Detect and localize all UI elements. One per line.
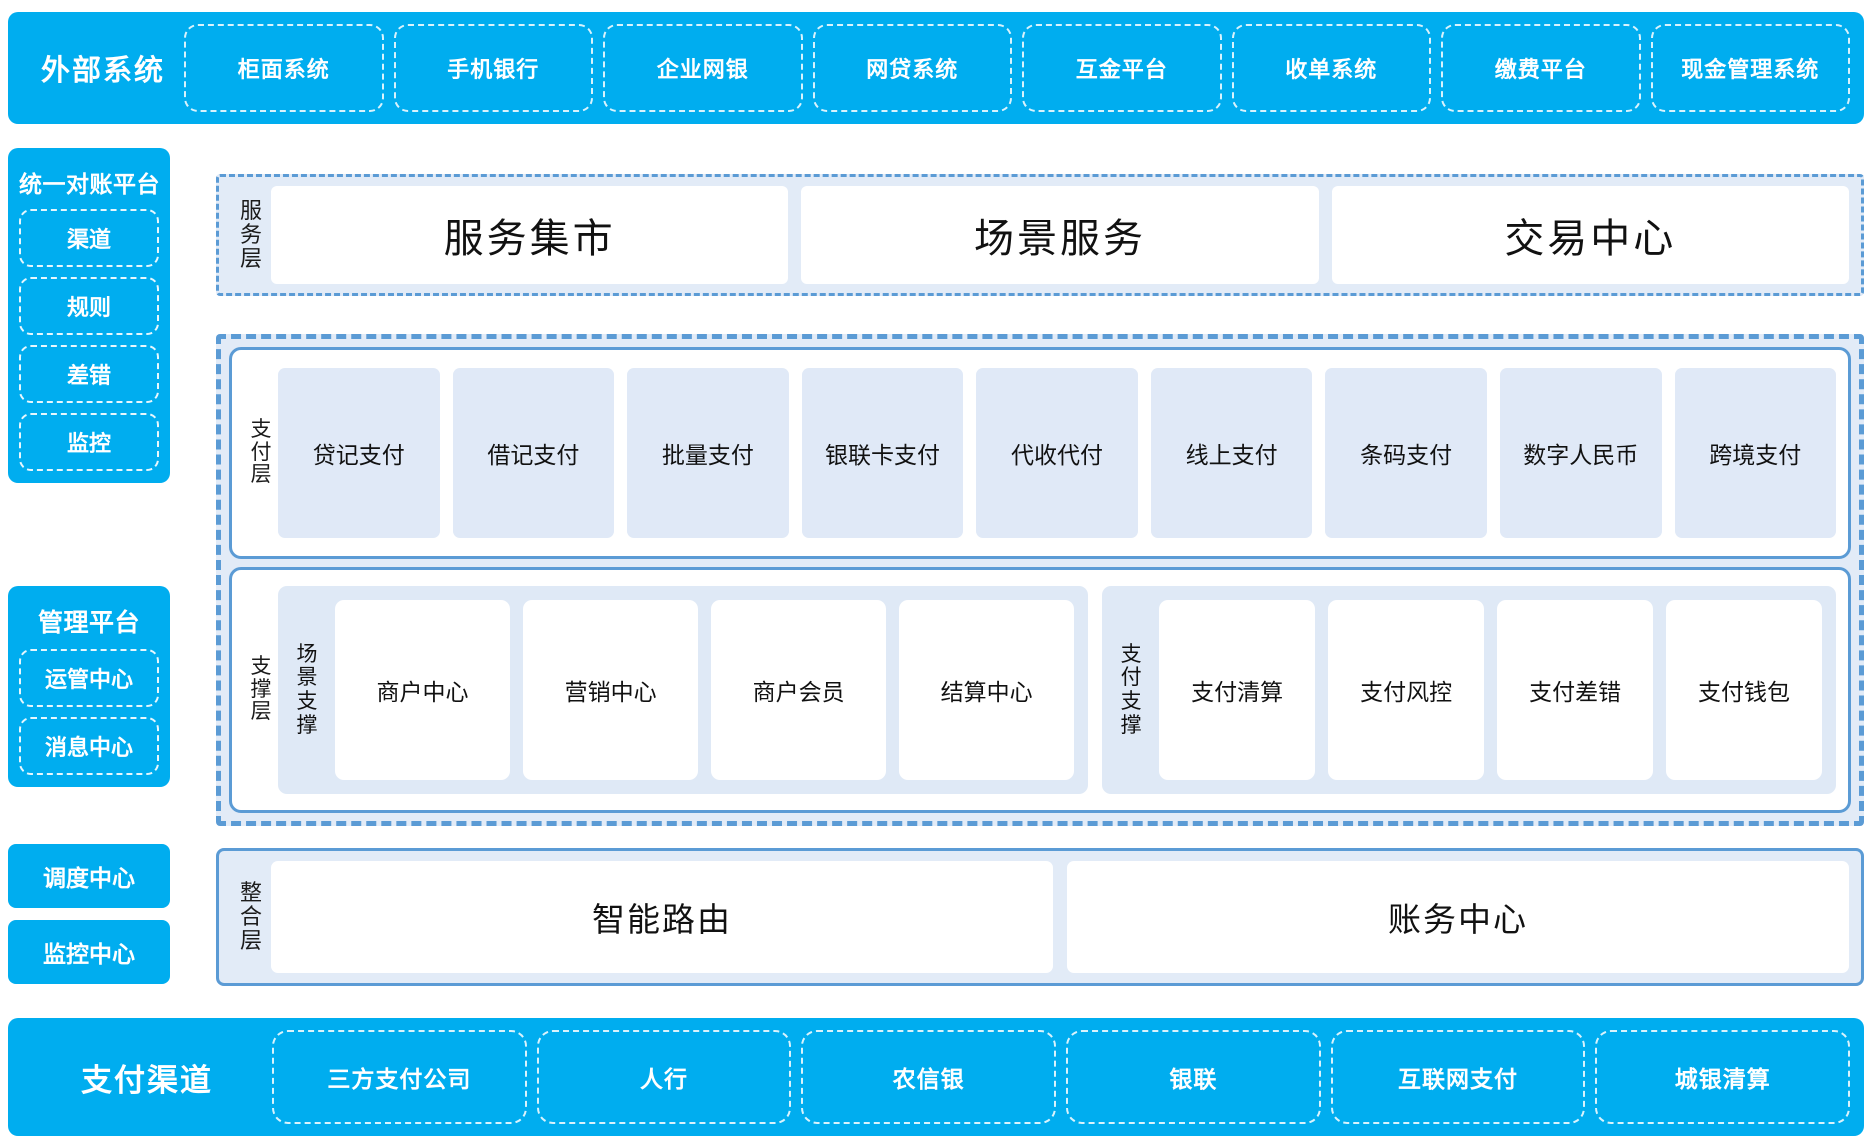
sidebar-item-scheduling-center[interactable]: 调度中心 <box>8 844 170 908</box>
sidebar-item-operations-center[interactable]: 运管中心 <box>19 649 159 707</box>
service-layer: 服务层 服务集市 场景服务 交易中心 <box>216 174 1864 296</box>
support-card-marketing-center[interactable]: 营销中心 <box>523 600 698 780</box>
external-system-item[interactable]: 手机银行 <box>394 24 594 112</box>
sidebar-item-monitor[interactable]: 监控 <box>19 413 159 471</box>
sidebar-item-channel[interactable]: 渠道 <box>19 209 159 267</box>
support-card-merchant-member[interactable]: 商户会员 <box>711 600 886 780</box>
support-card-payment-wallet[interactable]: 支付钱包 <box>1666 600 1822 780</box>
payment-card-credit[interactable]: 贷记支付 <box>278 368 440 538</box>
support-group-scenario-label: 场景支撑 <box>292 643 322 737</box>
payment-channels-title: 支付渠道 <box>22 1055 272 1100</box>
management-platform-title: 管理平台 <box>19 596 159 649</box>
support-group-payment-cards: 支付清算 支付风控 支付差错 支付钱包 <box>1159 600 1822 780</box>
service-layer-cards: 服务集市 场景服务 交易中心 <box>271 186 1849 284</box>
payment-card-online[interactable]: 线上支付 <box>1151 368 1313 538</box>
core-platform-container: 支付层 贷记支付 借记支付 批量支付 银联卡支付 代收代付 线上支付 条码支付 … <box>216 334 1864 826</box>
external-system-item[interactable]: 互金平台 <box>1022 24 1222 112</box>
external-system-item[interactable]: 企业网银 <box>603 24 803 112</box>
sidebar-item-error[interactable]: 差错 <box>19 345 159 403</box>
service-card-market[interactable]: 服务集市 <box>271 186 788 284</box>
external-system-item[interactable]: 缴费平台 <box>1441 24 1641 112</box>
integration-card-accounting-center[interactable]: 账务中心 <box>1067 861 1849 973</box>
payment-channel-item[interactable]: 人行 <box>537 1030 792 1124</box>
support-group-scenario: 场景支撑 商户中心 营销中心 商户会员 结算中心 <box>278 586 1088 794</box>
sidebar-item-rule[interactable]: 规则 <box>19 277 159 335</box>
payment-channels-band: 支付渠道 三方支付公司 人行 农信银 银联 互联网支付 城银清算 <box>8 1018 1864 1136</box>
management-platform-panel: 管理平台 运管中心 消息中心 <box>8 586 170 787</box>
support-group-payment: 支付支撑 支付清算 支付风控 支付差错 支付钱包 <box>1102 586 1836 794</box>
reconciliation-platform-title: 统一对账平台 <box>19 158 159 209</box>
external-systems-title: 外部系统 <box>22 47 184 89</box>
support-card-payment-clearing[interactable]: 支付清算 <box>1159 600 1315 780</box>
support-layer: 支撑层 场景支撑 商户中心 营销中心 商户会员 结算中心 支付支撑 支付清算 <box>229 567 1851 813</box>
payment-channel-item[interactable]: 农信银 <box>801 1030 1056 1124</box>
service-card-transaction-center[interactable]: 交易中心 <box>1332 186 1849 284</box>
support-card-payment-error[interactable]: 支付差错 <box>1497 600 1653 780</box>
support-layer-groups: 场景支撑 商户中心 营销中心 商户会员 结算中心 支付支撑 支付清算 支付风控 … <box>278 580 1836 800</box>
payment-channel-item[interactable]: 三方支付公司 <box>272 1030 527 1124</box>
payment-card-cross-border[interactable]: 跨境支付 <box>1675 368 1837 538</box>
integration-layer-cards: 智能路由 账务中心 <box>271 861 1849 973</box>
payment-layer: 支付层 贷记支付 借记支付 批量支付 银联卡支付 代收代付 线上支付 条码支付 … <box>229 347 1851 559</box>
support-group-payment-label: 支付支撑 <box>1116 643 1146 737</box>
payment-card-debit[interactable]: 借记支付 <box>453 368 615 538</box>
payment-card-batch[interactable]: 批量支付 <box>627 368 789 538</box>
payment-channel-item[interactable]: 银联 <box>1066 1030 1321 1124</box>
support-card-payment-risk[interactable]: 支付风控 <box>1328 600 1484 780</box>
payment-channel-item[interactable]: 城银清算 <box>1595 1030 1850 1124</box>
service-layer-label: 服务层 <box>231 199 271 270</box>
external-systems-band: 外部系统 柜面系统 手机银行 企业网银 网贷系统 互金平台 收单系统 缴费平台 … <box>8 12 1864 124</box>
reconciliation-platform-panel: 统一对账平台 渠道 规则 差错 监控 <box>8 148 170 483</box>
external-system-item[interactable]: 网贷系统 <box>813 24 1013 112</box>
support-card-merchant-center[interactable]: 商户中心 <box>335 600 510 780</box>
external-system-item[interactable]: 柜面系统 <box>184 24 384 112</box>
payment-card-collection-payment[interactable]: 代收代付 <box>976 368 1138 538</box>
payment-channels-list: 三方支付公司 人行 农信银 银联 互联网支付 城银清算 <box>272 1018 1850 1136</box>
support-layer-label: 支撑层 <box>244 656 278 724</box>
payment-channel-item[interactable]: 互联网支付 <box>1331 1030 1586 1124</box>
sidebar-item-monitoring-center[interactable]: 监控中心 <box>8 920 170 984</box>
external-system-item[interactable]: 现金管理系统 <box>1651 24 1851 112</box>
support-group-scenario-cards: 商户中心 营销中心 商户会员 结算中心 <box>335 600 1074 780</box>
support-card-settlement-center[interactable]: 结算中心 <box>899 600 1074 780</box>
payment-layer-label: 支付层 <box>244 419 278 487</box>
integration-layer-label: 整合层 <box>231 881 271 952</box>
service-card-scenario[interactable]: 场景服务 <box>801 186 1318 284</box>
payment-card-barcode[interactable]: 条码支付 <box>1325 368 1487 538</box>
external-system-item[interactable]: 收单系统 <box>1232 24 1432 112</box>
external-systems-list: 柜面系统 手机银行 企业网银 网贷系统 互金平台 收单系统 缴费平台 现金管理系… <box>184 12 1850 124</box>
payment-card-digital-rmb[interactable]: 数字人民币 <box>1500 368 1662 538</box>
integration-layer: 整合层 智能路由 账务中心 <box>216 848 1864 986</box>
payment-layer-cards: 贷记支付 借记支付 批量支付 银联卡支付 代收代付 线上支付 条码支付 数字人民… <box>278 360 1836 546</box>
sidebar-item-message-center[interactable]: 消息中心 <box>19 717 159 775</box>
integration-card-smart-routing[interactable]: 智能路由 <box>271 861 1053 973</box>
payment-card-unionpay[interactable]: 银联卡支付 <box>802 368 964 538</box>
